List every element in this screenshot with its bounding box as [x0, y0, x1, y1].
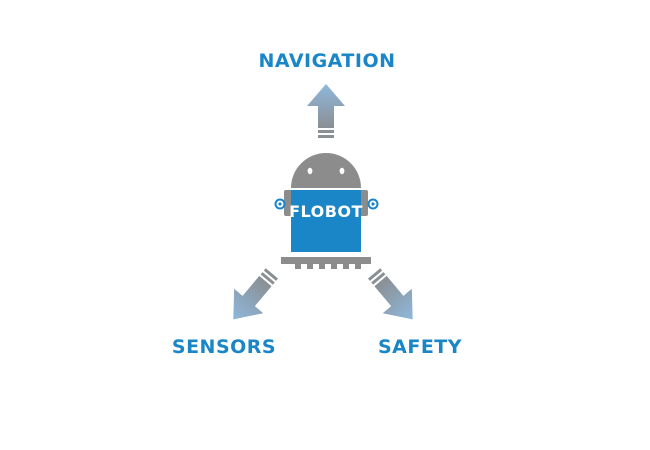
arrow-navigation-icon [307, 84, 345, 138]
arrow-safety-icon [368, 268, 413, 320]
robot-icon [274, 153, 379, 269]
robot-name-label: FLOBOT [289, 202, 363, 221]
label-navigation: NAVIGATION [258, 50, 396, 72]
label-safety: SAFETY [377, 336, 463, 358]
arrow-sensors-icon [233, 268, 278, 320]
label-sensors: SENSORS [171, 336, 277, 358]
